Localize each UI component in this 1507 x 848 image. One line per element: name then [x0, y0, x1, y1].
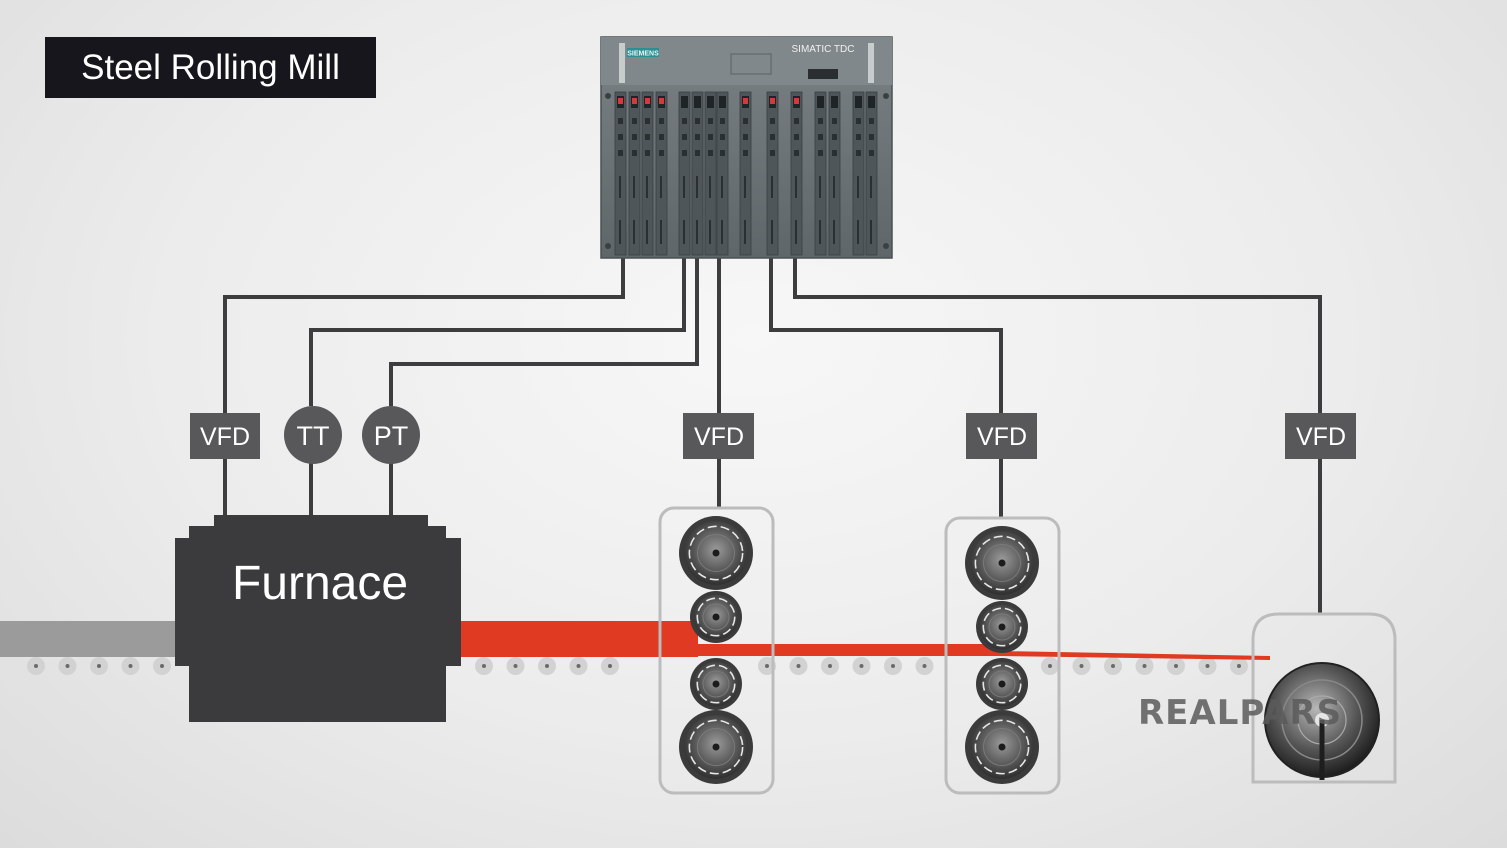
- vfd-tag-coiler: VFD: [1285, 413, 1356, 459]
- conveyor-roller: [90, 657, 108, 675]
- conveyor-roller: [538, 657, 556, 675]
- coiler: [1251, 612, 1397, 784]
- diagram-title: Steel Rolling Mill: [45, 37, 376, 98]
- rolling-stand-2: [944, 516, 1061, 795]
- conveyor-roller: [1104, 657, 1122, 675]
- rack-module: [766, 91, 779, 256]
- rack-module: [739, 91, 752, 256]
- mill-roll: [965, 710, 1039, 784]
- vfd-tag-furnace: VFD: [190, 413, 260, 459]
- conveyor-roller: [1041, 657, 1059, 675]
- mill-roll: [679, 516, 753, 590]
- rack-module: [790, 91, 803, 256]
- simatic-tdc-controller: SIEMENS SIMATIC TDC: [600, 36, 893, 259]
- furnace: Furnace: [175, 515, 461, 722]
- conveyor-rollers: [27, 657, 1248, 675]
- hot-steel-strip: [460, 621, 1270, 660]
- mill-roll: [690, 658, 742, 710]
- conveyor-roller: [1198, 657, 1217, 675]
- siemens-brand: SIEMENS: [627, 51, 659, 58]
- rack-module: [641, 91, 654, 256]
- svg-text:TT: TT: [297, 421, 330, 451]
- rack-module: [704, 91, 717, 256]
- conveyor-roller: [1135, 657, 1154, 675]
- rack-module: [655, 91, 668, 256]
- rack-screw: [605, 243, 611, 249]
- conveyor-roller: [121, 657, 140, 675]
- conveyor-roller: [915, 657, 934, 675]
- realpars-watermark: REALPARS: [1138, 693, 1342, 733]
- mill-roll: [679, 710, 753, 784]
- rack-module: [614, 91, 627, 256]
- cold-steel-strip: [0, 621, 178, 657]
- temperature-transmitter: TT: [284, 406, 342, 464]
- conveyor-roller: [27, 657, 45, 675]
- svg-text:VFD: VFD: [694, 423, 744, 451]
- conveyor-roller: [1072, 657, 1091, 675]
- conveyor-roller: [569, 657, 588, 675]
- rack-module: [691, 91, 704, 256]
- mill-roll: [976, 601, 1028, 653]
- conveyor-roller: [852, 657, 871, 675]
- mill-roll: [976, 658, 1028, 710]
- conveyor-roller: [58, 657, 77, 675]
- vfd-tag-stand-1: VFD: [683, 413, 754, 459]
- svg-text:VFD: VFD: [977, 423, 1027, 451]
- conveyor-roller: [884, 657, 902, 675]
- conveyor-roller: [1230, 657, 1248, 675]
- svg-text:VFD: VFD: [1296, 423, 1346, 451]
- rack-module: [678, 91, 691, 256]
- controller-model: SIMATIC TDC: [792, 44, 855, 55]
- rack-screw: [883, 93, 889, 99]
- conveyor-roller: [601, 657, 619, 675]
- conveyor-roller: [475, 657, 493, 675]
- rack-module: [628, 91, 641, 256]
- rolling-stand-1: [658, 506, 775, 795]
- rack-module: [814, 91, 827, 256]
- rack-screw: [605, 93, 611, 99]
- furnace-label: Furnace: [232, 557, 408, 610]
- rack-module: [852, 91, 865, 256]
- conveyor-roller: [506, 657, 525, 675]
- signal-wires: [223, 258, 1322, 614]
- vfd-tag-stand-2: VFD: [966, 413, 1037, 459]
- conveyor-roller: [789, 657, 808, 675]
- svg-text:PT: PT: [374, 421, 409, 451]
- rack-screw: [883, 243, 889, 249]
- pressure-transmitter: PT: [362, 406, 420, 464]
- mill-roll: [690, 591, 742, 643]
- rack-module: [716, 91, 729, 256]
- rack-module: [865, 91, 878, 256]
- svg-text:VFD: VFD: [200, 423, 250, 451]
- conveyor-roller: [153, 657, 171, 675]
- conveyor-roller: [1167, 657, 1185, 675]
- conveyor-roller: [821, 657, 839, 675]
- rack-module: [828, 91, 841, 256]
- mill-roll: [965, 526, 1039, 600]
